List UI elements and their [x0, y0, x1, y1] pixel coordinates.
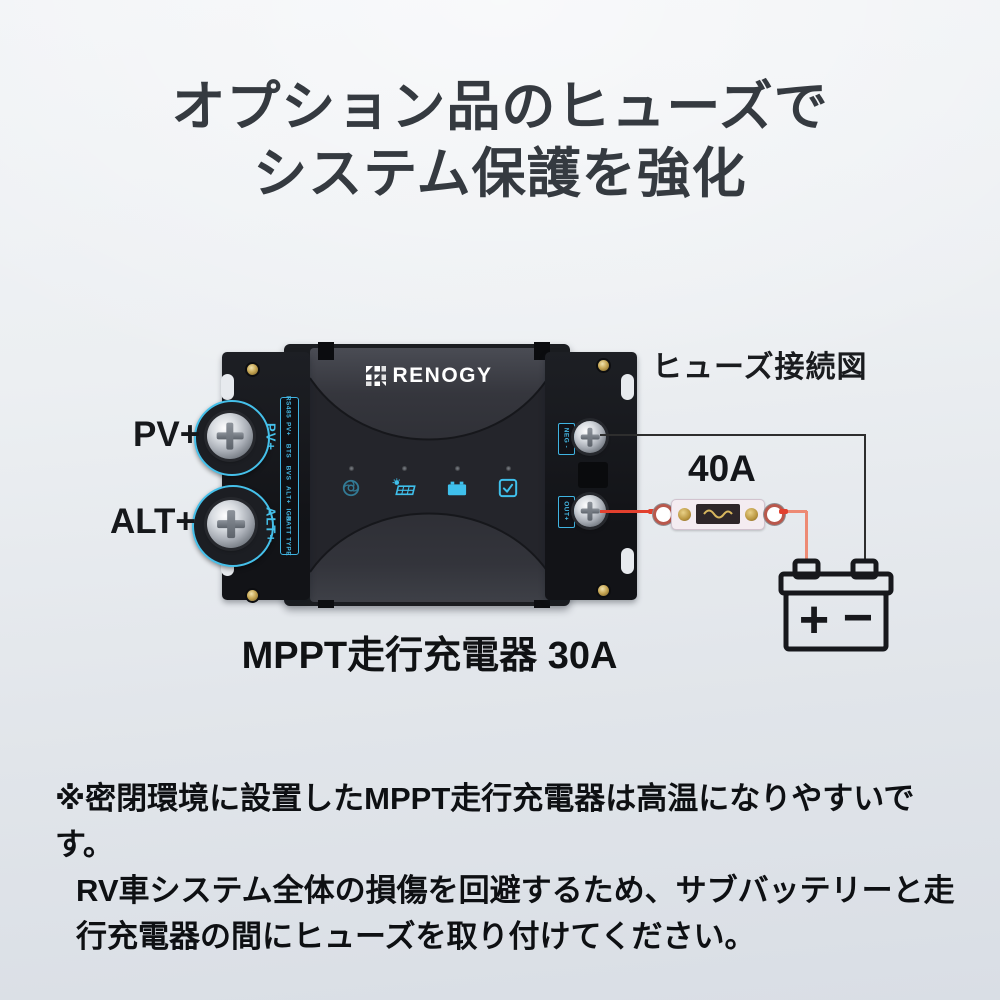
fuse-bolt-right	[745, 508, 758, 521]
device-foot	[318, 600, 334, 608]
footnote-line1: ※密閉環境に設置したMPPT走行充電器は高温になりやすいです。	[55, 781, 915, 862]
faceplate-swoosh-decoration	[310, 377, 548, 573]
mppt-charger-device: RENOGY	[192, 342, 637, 608]
fuse-element-window	[696, 504, 740, 524]
alt-terminal-screw	[207, 500, 255, 548]
page-title-line2: システム保護を強化	[253, 144, 747, 204]
page-title: オプション品のヒューズで システム保護を強化	[0, 74, 1000, 208]
pv-terminal-label: PV+	[263, 423, 279, 451]
check-led	[505, 466, 511, 471]
port-label-strip	[280, 397, 299, 555]
indicator-solar	[392, 466, 416, 498]
flange-screw	[247, 590, 258, 601]
brand-logo: RENOGY	[310, 364, 548, 388]
strip-label-batt-type: BATT TYPE	[284, 515, 292, 557]
alternator-icon	[342, 479, 360, 497]
brand-logo-text: RENOGY	[392, 364, 493, 387]
wire-sleeve	[648, 509, 657, 514]
keyhole-slot	[621, 374, 634, 400]
strip-label-bvs: BVS	[284, 465, 292, 481]
indicator-check	[498, 466, 518, 498]
battery-plus-sign: +	[798, 590, 830, 649]
footnote-line2: RV車システム全体の損傷を回避するため、サブバッテリーと走	[76, 873, 955, 908]
strip-label-pv: PV+	[284, 422, 292, 436]
battery-led	[454, 466, 460, 471]
page-title-line1: オプション品のヒューズで	[171, 77, 829, 137]
status-indicator-row	[310, 466, 548, 498]
neg-terminal-screw	[574, 421, 606, 453]
ring-terminal-right	[764, 504, 785, 525]
flange-screw	[598, 360, 609, 371]
wire-sleeve	[779, 509, 788, 514]
terminal-recess	[578, 462, 608, 488]
pv-callout-label: PV+	[133, 415, 201, 454]
footnote-line3: 行充電器の間にヒューズを取り付けてください。	[76, 919, 756, 954]
mounting-clip	[318, 342, 334, 360]
indicator-battery	[446, 466, 468, 498]
flange-screw	[598, 585, 609, 596]
check-icon	[498, 478, 518, 498]
battery-outline-icon	[778, 558, 894, 652]
out-terminal-label: OUT+	[562, 501, 569, 521]
keyhole-slot	[221, 374, 234, 400]
alternator-led	[348, 466, 354, 471]
battery-symbol: + −	[778, 556, 896, 654]
diagram-heading: ヒューズ接続図	[652, 351, 868, 384]
device-faceplate: RENOGY	[310, 348, 548, 602]
strip-label-rs485: RS485	[284, 395, 292, 419]
positive-wire-segment-1	[600, 510, 656, 513]
fuse-rating-label: 40A	[688, 448, 756, 489]
negative-wire-vertical	[864, 434, 866, 562]
flange-screw	[247, 364, 258, 375]
neg-terminal-label: NEG -	[562, 427, 569, 449]
solar-panel-icon	[392, 478, 416, 496]
positive-wire-segment-2	[779, 510, 807, 513]
fuse-bolt-left	[678, 508, 691, 521]
strip-label-bts: BTS	[284, 443, 292, 459]
battery-icon	[447, 481, 467, 496]
strip-label-alt: ALT+	[284, 486, 292, 504]
renogy-solar-grid-icon	[366, 366, 387, 386]
indicator-alternator	[340, 466, 362, 498]
device-foot	[534, 600, 550, 608]
solar-led	[401, 466, 407, 471]
keyhole-slot	[621, 548, 634, 574]
fuse-element-icon	[703, 509, 733, 519]
battery-minus-sign: −	[842, 588, 874, 647]
negative-wire-horizontal	[600, 434, 866, 436]
anl-fuse	[671, 499, 765, 530]
device-caption: MPPT走行充電器 30A	[241, 635, 618, 677]
footnote: ※密閉環境に設置したMPPT走行充電器は高温になりやすいです。 RV車システム全…	[55, 776, 965, 960]
alt-terminal-label: ALT+	[263, 507, 279, 543]
alt-callout-label: ALT+	[110, 502, 196, 541]
pv-terminal-screw	[207, 413, 253, 459]
positive-wire-vertical	[805, 511, 808, 561]
